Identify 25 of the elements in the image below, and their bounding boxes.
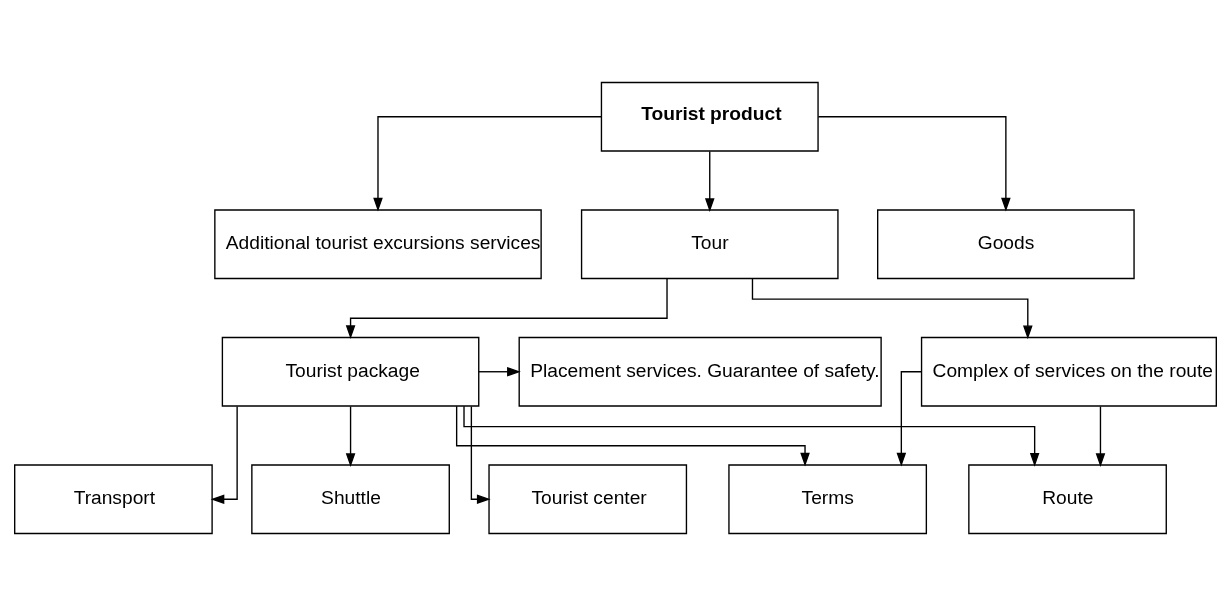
arrow (1095, 405, 1106, 467)
arrow (478, 366, 521, 377)
arrow (463, 405, 1040, 467)
arrow (470, 405, 491, 504)
arrow (210, 405, 238, 504)
arrow (704, 150, 715, 212)
node-box: Terms (728, 463, 928, 534)
arrow (751, 277, 1033, 339)
arrow (817, 115, 1011, 211)
arrow (373, 115, 602, 211)
node-box: Shuttle (251, 463, 450, 534)
arrow (455, 404, 810, 467)
node-box: Tour (580, 208, 839, 279)
node-box: Tourist product (600, 81, 819, 152)
node-box: Tourist package (221, 336, 480, 407)
node-box: Transport (14, 463, 213, 534)
arrow (896, 370, 922, 466)
node-box: Placement services. Guarantee of safety. (518, 336, 882, 407)
node-box: Goods (877, 208, 1135, 279)
node-box: Additional tourist excursions services (214, 208, 542, 279)
node-box: Complex of services on the route (920, 336, 1217, 407)
node-box: Route (968, 463, 1167, 534)
node-box: Tourist center (488, 463, 688, 534)
arrow (345, 405, 356, 467)
arrow (345, 277, 668, 339)
